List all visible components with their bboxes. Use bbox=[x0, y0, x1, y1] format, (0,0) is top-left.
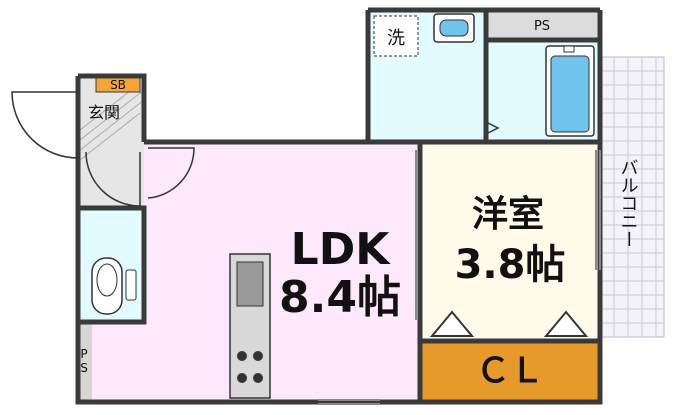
ps-bottom-label-s: S bbox=[80, 361, 88, 375]
kitchen bbox=[229, 253, 271, 399]
ldk-label: LDK bbox=[291, 224, 392, 275]
western-room-area bbox=[420, 143, 600, 341]
western-room-size-label: 3.8帖 bbox=[455, 242, 566, 288]
entrance-label: 玄関 bbox=[88, 103, 120, 122]
balcony bbox=[599, 56, 665, 338]
closet-area bbox=[420, 341, 600, 400]
walls bbox=[75, 7, 603, 405]
ps-top-area bbox=[486, 12, 598, 40]
doors bbox=[11, 91, 500, 207]
washer-label: 洗 bbox=[387, 28, 405, 49]
bathtub bbox=[545, 45, 595, 137]
windows bbox=[318, 150, 601, 405]
washer-space bbox=[373, 15, 419, 57]
balcony-label: バルコニー bbox=[618, 158, 639, 248]
western-room-label: 洋室 bbox=[472, 194, 544, 235]
shoe-box-label: SB bbox=[110, 78, 126, 92]
entrance-area bbox=[80, 78, 144, 208]
wash-basin bbox=[433, 13, 475, 43]
toilet bbox=[91, 257, 137, 315]
entrance-hatch bbox=[79, 89, 145, 161]
ldk-size-label: 8.4帖 bbox=[279, 272, 401, 323]
ps-bottom-label-p: P bbox=[80, 347, 87, 361]
closet-label: ＣＬ bbox=[476, 351, 544, 391]
ps-top-label: PS bbox=[534, 19, 550, 34]
closet-doors bbox=[429, 310, 589, 337]
